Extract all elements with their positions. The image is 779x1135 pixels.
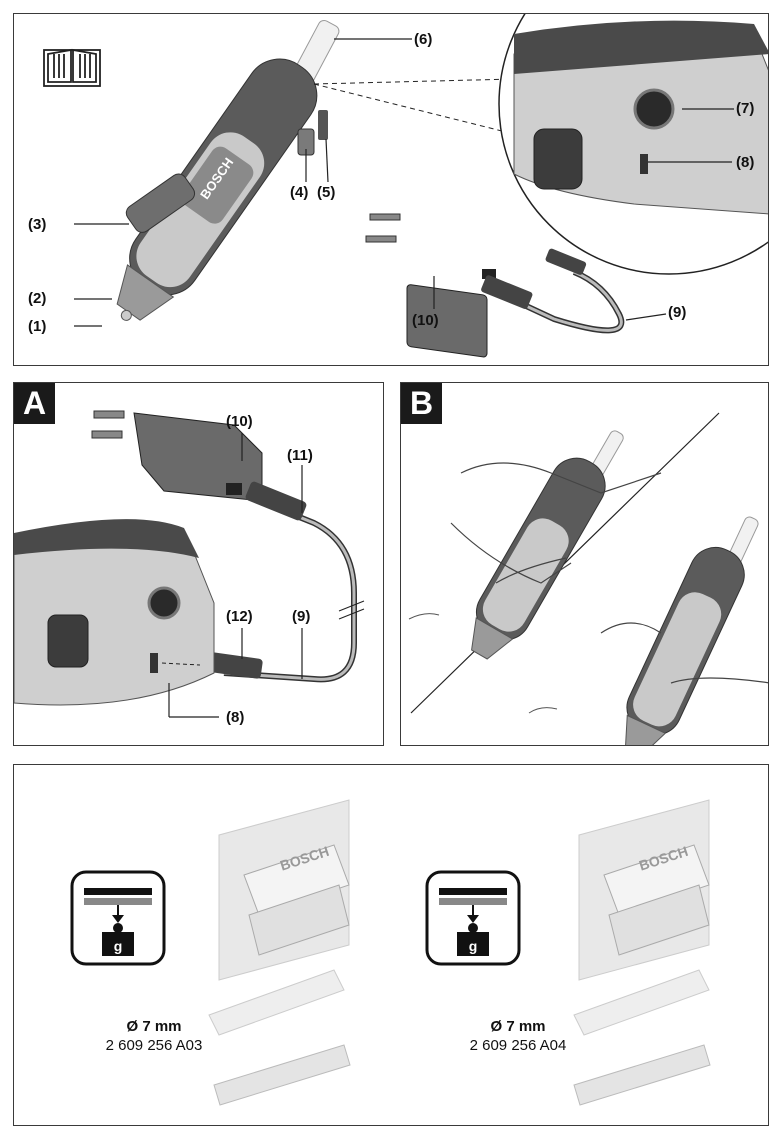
a-label-10: (10)	[226, 413, 253, 430]
weight-unit-1: g	[114, 938, 123, 954]
label-4: (4)	[290, 184, 309, 201]
part-number-2: 2 609 256 A04	[469, 1037, 567, 1054]
glue-pen: BOSCH	[116, 58, 318, 321]
label-9: (9)	[668, 304, 687, 321]
figure-a-illustration	[14, 410, 365, 718]
usb-charger	[365, 213, 496, 358]
overview-panel: BOSCH	[13, 13, 769, 366]
diameter-2: Ø 7 mm	[490, 1018, 546, 1035]
accessory-spec-2: Ø 7 mm 2 609 256 A04	[438, 1018, 598, 1054]
label-8: (8)	[736, 154, 755, 171]
glue-stick-package-1	[208, 799, 351, 1106]
a-label-11: (11)	[287, 447, 313, 464]
weight-symbol-icon-2	[425, 870, 521, 966]
a-label-12: (12)	[226, 608, 253, 625]
glue-stick-package-2	[573, 799, 711, 1106]
figure-a-panel: A (10) (11) (12) (9) (8)	[13, 382, 384, 746]
figure-b-panel: B	[400, 382, 769, 746]
label-7: (7)	[736, 100, 755, 117]
label-10: (10)	[412, 312, 439, 329]
label-3: (3)	[28, 216, 47, 233]
label-1: (1)	[28, 318, 47, 335]
a-label-9: (9)	[292, 608, 311, 625]
a-label-8: (8)	[226, 709, 245, 726]
weight-symbol-icon-1	[70, 870, 166, 966]
accessory-spec-1: Ø 7 mm 2 609 256 A03	[74, 1018, 234, 1054]
accessories-illustration: BOSCH BOSCH g g	[70, 799, 711, 1106]
label-6: (6)	[414, 31, 433, 48]
label-5: (5)	[317, 184, 336, 201]
part-number-1: 2 609 256 A03	[105, 1037, 203, 1054]
weight-unit-2: g	[469, 938, 478, 954]
overview-illustration: BOSCH	[43, 14, 768, 358]
read-manual-icon	[43, 48, 101, 87]
figure-a-tab: A	[14, 383, 55, 424]
figure-b-illustration	[408, 412, 768, 745]
accessories-panel: BOSCH BOSCH g g Ø 7 mm 2 609 256 A03 Ø 7…	[13, 764, 769, 1126]
label-2: (2)	[28, 290, 47, 307]
diameter-1: Ø 7 mm	[126, 1018, 182, 1035]
figure-b-tab: B	[401, 383, 442, 424]
